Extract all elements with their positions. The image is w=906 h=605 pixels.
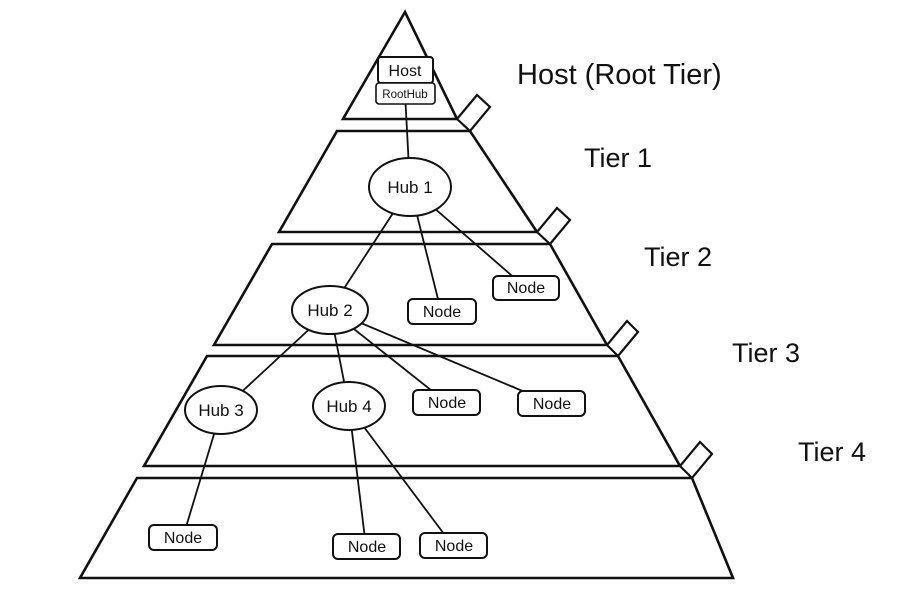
hub4-ellipse [312, 381, 386, 431]
hub2-label: Hub 2 [307, 301, 352, 320]
pyramid-ledge-tier1 [455, 93, 492, 133]
node-box-tier3-left [412, 389, 481, 416]
node-box-tier4-mid [332, 533, 401, 560]
pyramid-tier4-band [77, 476, 735, 580]
hub1-ellipse [368, 157, 452, 217]
node-box-tier4-right [419, 532, 488, 559]
node-box-tier2-mid [407, 298, 477, 325]
node-box-tier3-right [517, 390, 586, 417]
tier-label-4: Tier 4 [798, 437, 866, 467]
pyramid-ledge-tier4 [678, 440, 714, 480]
tier-label-3: Tier 3 [732, 338, 800, 368]
node-label: Node [435, 538, 473, 555]
hub3-ellipse [184, 385, 258, 435]
roothub-label: RootHub [382, 89, 427, 101]
node-label: Node [164, 530, 202, 547]
node-label: Node [428, 395, 466, 412]
node-label: Node [423, 304, 461, 321]
roothub-box [375, 82, 436, 105]
hub2-ellipse [291, 285, 369, 335]
tier-label-host-root: Host (Root Tier) [517, 59, 722, 91]
node-box-tier4-left [148, 524, 218, 551]
edge-hub4-node4rt [348, 406, 454, 547]
pyramid-ledge-tier3 [605, 319, 640, 358]
node-label: Node [348, 539, 386, 556]
hub4-label: Hub 4 [326, 397, 371, 416]
hub1-label: Hub 1 [387, 178, 432, 197]
node-box-tier2-right [492, 275, 560, 301]
edge-hub2-node3rt [329, 309, 552, 404]
node-label: Node [533, 396, 571, 413]
tier-label-1: Tier 1 [584, 143, 652, 173]
tier-label-2: Tier 2 [644, 242, 712, 272]
pyramid-ledge-tier2 [535, 206, 572, 246]
node-label: Node [507, 280, 545, 297]
hub3-label: Hub 3 [198, 401, 243, 420]
host-label: Host [389, 63, 422, 80]
